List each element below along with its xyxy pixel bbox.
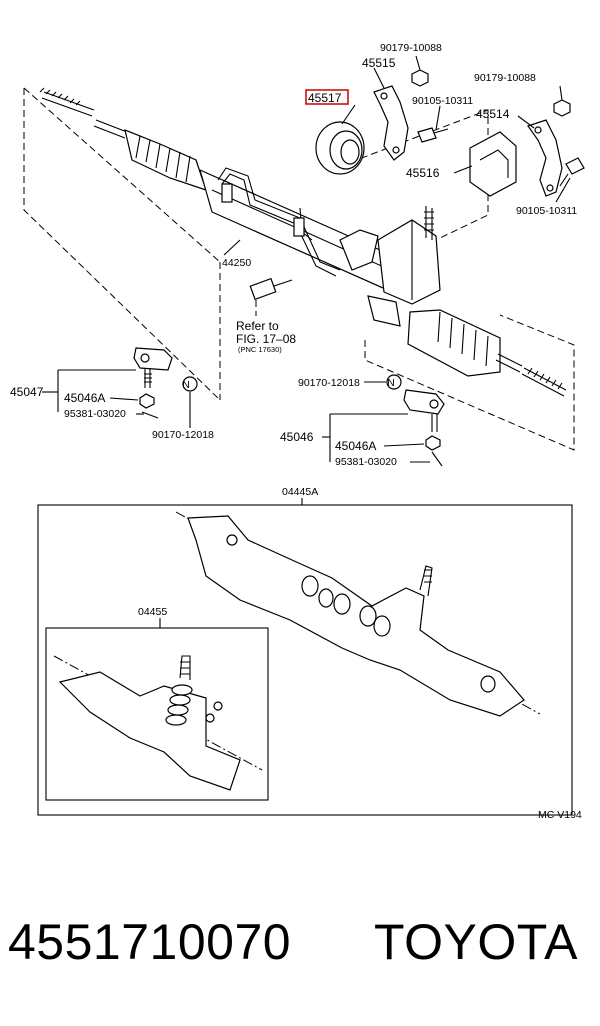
label-90105-a: 90105-10311 — [412, 95, 473, 107]
tie-rod-end-left — [133, 347, 198, 392]
tie-rod-end-right — [386, 374, 445, 467]
label-95381-right: 95381-03020 — [335, 456, 397, 468]
bolt-90105-a — [417, 127, 449, 143]
steering-rack-assembly — [39, 87, 567, 397]
part-code: 4551710070 — [8, 914, 292, 970]
label-45047: 45047 — [10, 385, 44, 399]
label-44250: 44250 — [222, 257, 251, 269]
refer-text-line1: Refer to — [236, 319, 279, 333]
label-90179-b: 90179-10088 — [474, 72, 536, 84]
label-45046A-left: 45046A — [64, 391, 105, 405]
label-90105-b: 90105-10311 — [516, 205, 577, 217]
refer-text-line3: (PNC 17630) — [238, 345, 282, 354]
valve-kit-view — [53, 655, 263, 791]
bracket-45515 — [373, 85, 409, 161]
nut-n-glyph-left: N — [182, 379, 190, 391]
parts-diagram: 45517 45515 90179-10088 90105-10311 9017… — [10, 42, 585, 821]
mounting-grommet-45517 — [315, 121, 365, 175]
nut-n-glyph-right: N — [387, 377, 395, 389]
bracket-45514 — [527, 119, 563, 197]
grommet-45516 — [469, 131, 517, 197]
kit-box-04445A — [37, 504, 573, 816]
label-45046A-right: 45046A — [335, 439, 376, 453]
label-45516: 45516 — [406, 166, 440, 180]
label-04445A: 04445A — [282, 486, 318, 498]
label-90170-right: 90170-12018 — [298, 377, 360, 389]
highlight-box — [305, 89, 349, 105]
nut-90179-a — [411, 69, 429, 87]
rack-housing-kit-view — [175, 511, 541, 717]
label-04455: 04455 — [138, 606, 167, 618]
leader-lines — [42, 55, 571, 463]
label-45515: 45515 — [362, 56, 396, 70]
kit-box-04455 — [45, 627, 269, 801]
label-45514: 45514 — [476, 107, 510, 121]
diagram-code: MC V194 — [538, 809, 582, 821]
nut-90179-b — [553, 99, 571, 117]
bolt-90105-b — [559, 157, 585, 187]
label-95381-left: 95381-03020 — [64, 408, 126, 420]
brand-name: TOYOTA — [374, 914, 578, 970]
part-footer: 4551710070 TOYOTA — [0, 905, 600, 995]
label-90170-left: 90170-12018 — [152, 429, 214, 441]
label-45046: 45046 — [280, 430, 314, 444]
pressure-switch — [249, 277, 293, 316]
refer-text-line2: FIG. 17–08 — [236, 332, 296, 346]
label-90179-a: 90179-10088 — [380, 42, 442, 54]
label-45517: 45517 — [308, 91, 342, 105]
